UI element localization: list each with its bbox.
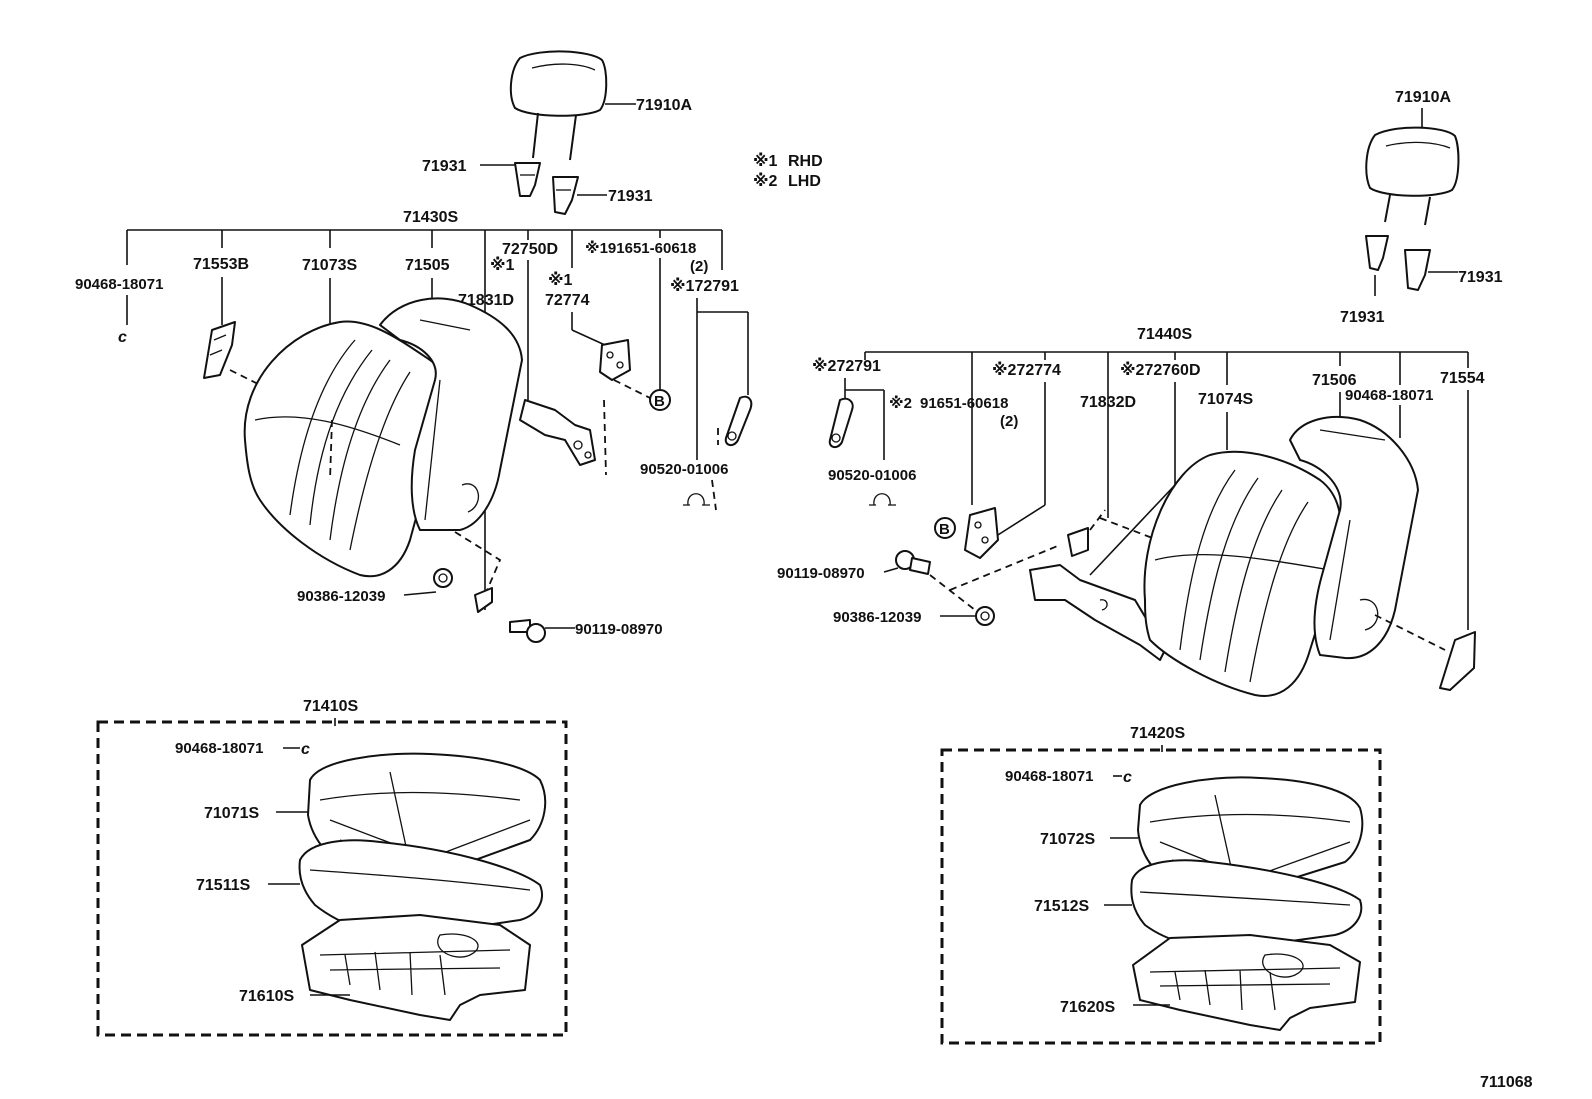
left-cushion-box (96, 720, 568, 1037)
legend-lhd-text: LHD (788, 173, 821, 190)
legend-lhd-mark: ※2 (753, 172, 778, 190)
left-cushion-pad-label: 71511S (196, 877, 251, 894)
diagram-id: 711068 (1480, 1074, 1533, 1091)
right-cushion-assembly-label: 71420S (1130, 725, 1185, 742)
left-back-assembly-label: 71430S (403, 209, 458, 226)
right-b-marker (934, 517, 956, 539)
left-bolt-label: 90119-08970 (575, 621, 663, 638)
right-cushion-clip-label: 90468-18071 (1005, 768, 1093, 785)
right-back-cover (1143, 450, 1342, 697)
left-cushion-clip-icon: c (301, 741, 310, 758)
left-headrest-label: 71910A (636, 97, 692, 114)
right-cushion-pad-label: 71512S (1034, 898, 1089, 915)
left-lever-label: ※172791 (670, 277, 739, 295)
left-adjuster-part (519, 399, 596, 466)
left-clip-label: 90468-18071 (75, 276, 163, 293)
right-headrest (1365, 126, 1460, 226)
right-cushion-frame (1132, 934, 1361, 1031)
left-cushion-cover-label: 71071S (204, 805, 259, 822)
right-screw-qty: (2) (1000, 413, 1018, 430)
left-recliner-mark: ※1 (548, 271, 573, 289)
right-back-pad (1289, 416, 1419, 660)
right-screw-mark: ※2 (889, 394, 912, 412)
right-side-panel (1439, 631, 1476, 691)
legend-rhd-text: RHD (788, 153, 823, 170)
right-back-assembly-label: 71440S (1137, 326, 1192, 343)
right-clip-label: 90468-18071 (1345, 387, 1433, 404)
left-spring-label: 90520-01006 (640, 461, 728, 478)
left-panel-label: 71553B (193, 256, 249, 273)
right-recliner-part (964, 507, 999, 559)
right-cushion-cover-label: 71072S (1040, 831, 1095, 848)
right-adjuster-label: ※272760D (1120, 361, 1201, 379)
left-lever-part (724, 395, 753, 446)
left-cushion-frame (301, 914, 531, 1021)
right-adjuster-part (1029, 564, 1166, 661)
left-spring-icon (683, 493, 710, 506)
right-cushion-box (940, 748, 1382, 1045)
right-pad-label: 71506 (1312, 372, 1357, 389)
left-headrest (509, 50, 608, 161)
right-nut-label: 90386-12039 (833, 609, 921, 626)
legend-rhd-mark: ※1 (753, 152, 778, 170)
left-cushion-frame-label: 71610S (239, 988, 294, 1005)
left-support-2-label: 71931 (608, 188, 653, 205)
right-support-1 (1365, 235, 1389, 271)
left-frame-label: 71831D (458, 292, 514, 309)
left-cushion-clip-label: 90468-18071 (175, 740, 263, 757)
left-support-1-label: 71931 (422, 158, 467, 175)
right-panel-label: 71554 (1440, 370, 1485, 387)
left-nut (433, 568, 453, 588)
left-back-pad (379, 297, 523, 531)
left-frame-mark: ※1 (490, 256, 515, 274)
left-support-2 (552, 176, 579, 215)
left-nut-label: 90386-12039 (297, 588, 385, 605)
left-screw-qty: (2) (690, 258, 708, 275)
right-screw-label: 91651-60618 (920, 395, 1008, 412)
left-support-1 (514, 162, 541, 197)
left-cushion-assembly-label: 71410S (303, 698, 358, 715)
left-b-marker-text: B (654, 393, 665, 410)
left-recliner-part (599, 339, 631, 381)
right-support-bottom-label: 71931 (1340, 309, 1385, 326)
right-lever-part (828, 397, 854, 448)
right-cushion-frame-label: 71620S (1060, 999, 1115, 1016)
left-adjuster-label: 72750D (502, 241, 558, 258)
right-recliner-label: ※272774 (992, 361, 1061, 379)
right-b-marker-text: B (939, 521, 950, 538)
right-cushion-pad (1130, 859, 1363, 950)
right-headrest-label: 71910A (1395, 89, 1451, 106)
right-frame-bracket (1067, 527, 1089, 557)
right-nut (975, 606, 995, 626)
right-frame-label: 71832D (1080, 394, 1136, 411)
right-cushion-clip-icon: c (1123, 769, 1132, 786)
left-bolt (509, 619, 546, 643)
left-frame-bracket (474, 587, 493, 613)
right-lever-label: ※272791 (812, 357, 881, 375)
left-recliner-label: 72774 (545, 292, 590, 309)
right-cover-label: 71074S (1198, 391, 1253, 408)
right-bolt-label: 90119-08970 (777, 565, 865, 582)
right-spring-icon (869, 493, 896, 506)
right-bolt (895, 550, 931, 575)
right-support-2 (1404, 249, 1431, 291)
right-spring-label: 90520-01006 (828, 467, 916, 484)
left-side-panel (203, 321, 236, 379)
left-cover-label: 71073S (302, 257, 357, 274)
left-screw-label: ※191651-60618 (585, 239, 696, 257)
left-cushion-pad (298, 839, 543, 937)
left-clip-icon: c (118, 329, 127, 346)
left-b-marker (649, 389, 671, 411)
right-support-right-label: 71931 (1458, 269, 1503, 286)
left-pad-label: 71505 (405, 257, 450, 274)
